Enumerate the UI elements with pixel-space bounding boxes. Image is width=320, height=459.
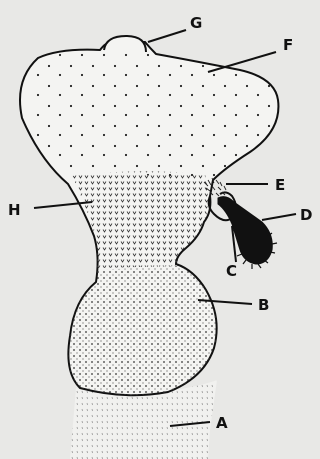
label-e: E	[275, 176, 285, 194]
label-c: C	[226, 262, 237, 280]
knob-g	[104, 36, 146, 52]
label-g: G	[190, 14, 202, 32]
region-h-texture	[72, 171, 208, 268]
label-h: H	[8, 201, 21, 219]
leader-f	[208, 52, 276, 72]
label-a: A	[216, 414, 228, 432]
leader-d	[262, 214, 296, 220]
region-b-texture	[68, 266, 216, 395]
appendage-d	[218, 197, 272, 264]
label-f: F	[283, 36, 293, 54]
leader-g	[148, 30, 186, 42]
label-d: D	[300, 206, 312, 224]
label-b: B	[258, 296, 269, 314]
